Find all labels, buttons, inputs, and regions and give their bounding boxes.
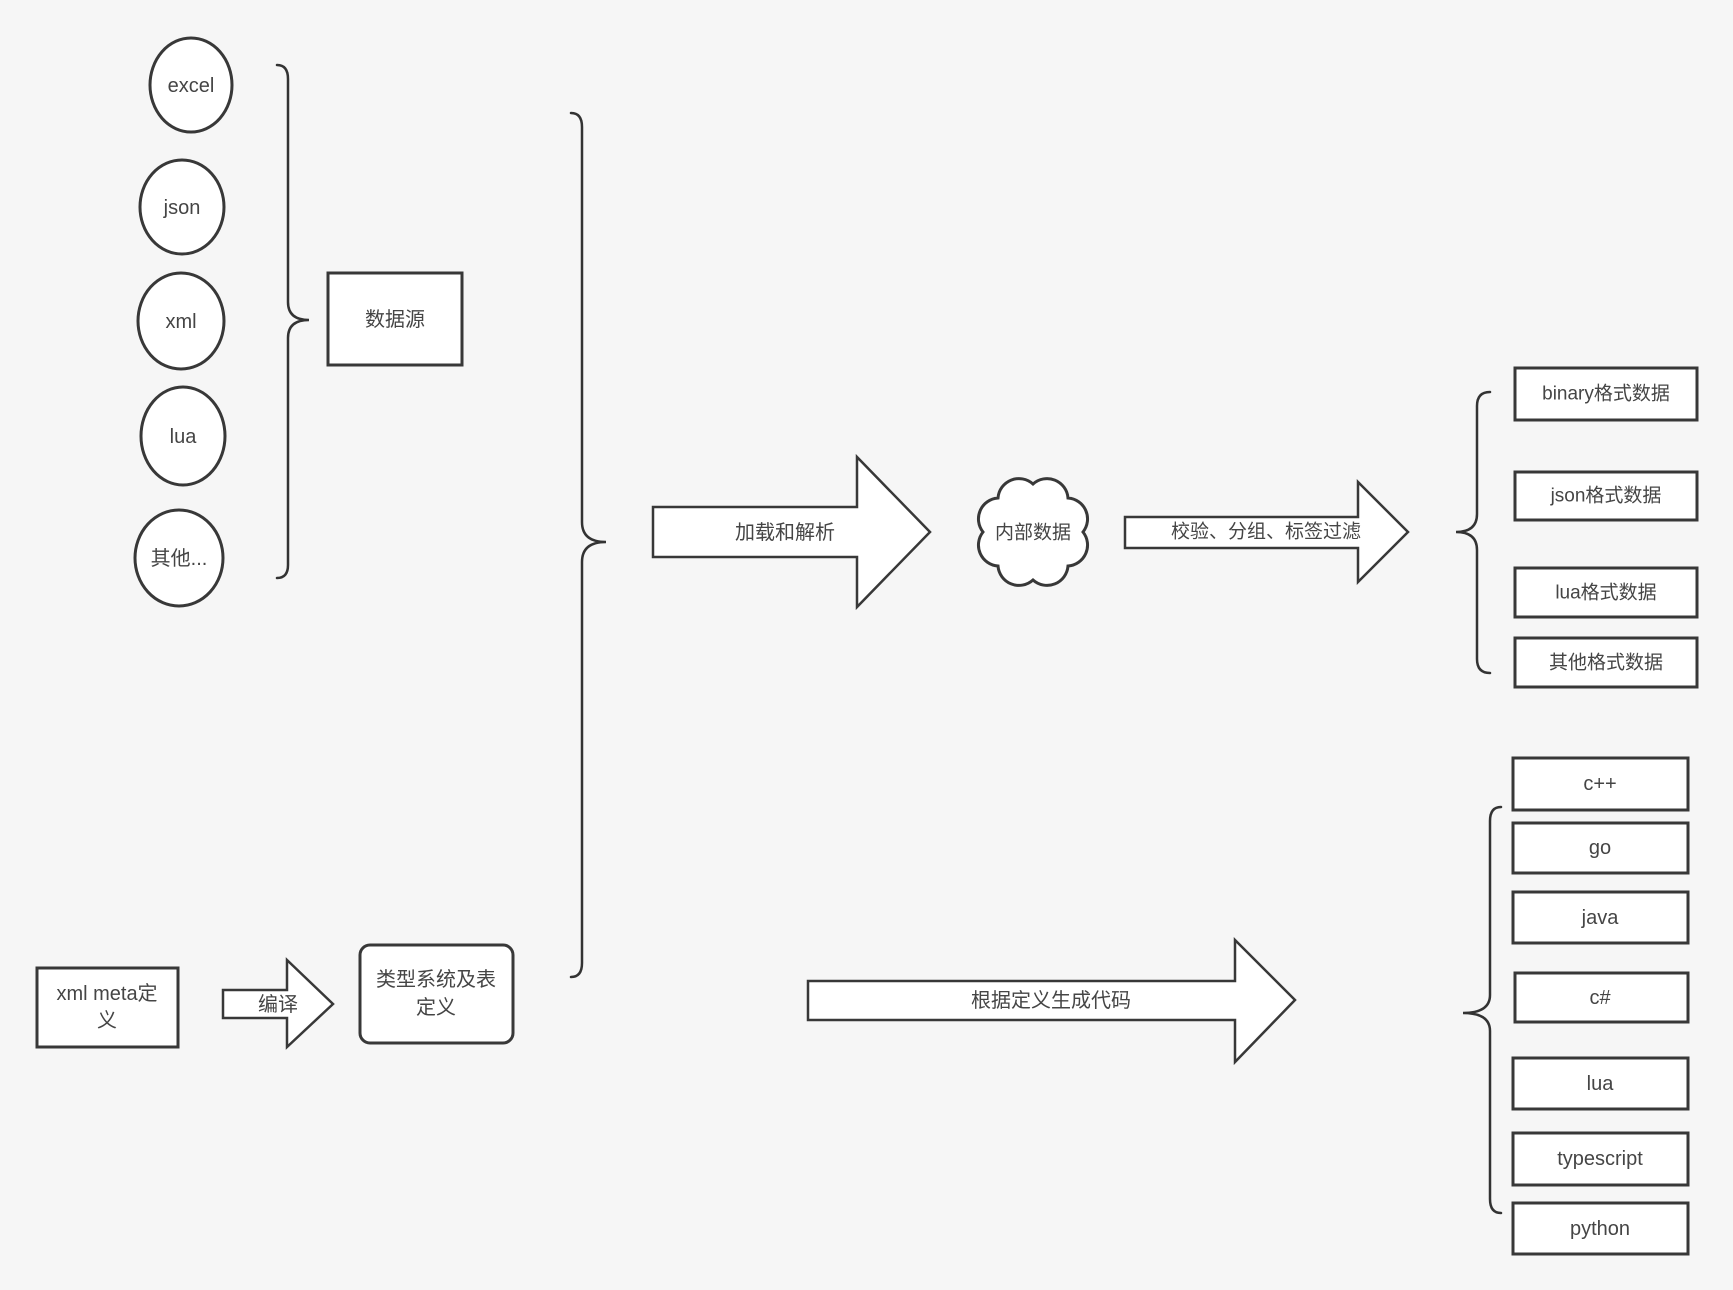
language-box-label: typescript bbox=[1557, 1148, 1643, 1170]
compile-arrow bbox=[221, 957, 335, 1050]
language-box-lua bbox=[1511, 1056, 1690, 1111]
language-box-label: c# bbox=[1589, 987, 1611, 1009]
output-box-label: json格式数据 bbox=[1550, 485, 1662, 507]
output-box-json bbox=[1513, 470, 1699, 522]
xml-meta-label-line1: xml meta定 bbox=[56, 982, 157, 1005]
source-node-label: xml bbox=[165, 311, 196, 333]
internal-data-label: 内部数据 bbox=[995, 522, 1071, 544]
language-box-typescript bbox=[1511, 1131, 1690, 1187]
type-system-label-line1: 类型系统及表 bbox=[376, 968, 496, 991]
language-box-label: go bbox=[1589, 837, 1611, 859]
filter-arrow-label: 校验、分组、标签过滤 bbox=[1171, 521, 1361, 543]
data-source-box bbox=[326, 271, 464, 367]
language-box-label: lua bbox=[1587, 1073, 1615, 1095]
language-box-label: java bbox=[1581, 907, 1620, 929]
type-system-box bbox=[358, 943, 515, 1045]
source-node-excel bbox=[148, 36, 234, 134]
source-node-xml bbox=[136, 271, 226, 371]
load-parse-arrow bbox=[651, 453, 932, 611]
generate-code-arrow bbox=[806, 936, 1297, 1066]
source-node-label: lua bbox=[170, 426, 198, 448]
language-box-java bbox=[1511, 890, 1690, 945]
source-node-other bbox=[133, 508, 225, 608]
language-box-label: c++ bbox=[1583, 773, 1616, 795]
load-parse-arrow-label: 加载和解析 bbox=[735, 521, 835, 544]
source-node-lua bbox=[139, 385, 227, 487]
output-box-label: binary格式数据 bbox=[1542, 383, 1670, 405]
filter-arrow bbox=[1123, 478, 1410, 586]
generate-code-arrow-label: 根据定义生成代码 bbox=[971, 989, 1131, 1012]
xml-meta-label-line2: 义 bbox=[97, 1009, 117, 1032]
source-node-label: json bbox=[163, 197, 201, 219]
type-system-label-line2: 定义 bbox=[416, 996, 456, 1019]
data-source-label: 数据源 bbox=[365, 308, 425, 331]
xml-meta-box bbox=[35, 966, 180, 1049]
compile-arrow-label: 编译 bbox=[258, 993, 298, 1016]
source-node-label: 其他... bbox=[151, 547, 208, 570]
languages-brace bbox=[1462, 805, 1503, 1215]
outputs-brace bbox=[1455, 390, 1492, 675]
inputs-brace bbox=[569, 111, 607, 979]
internal-data-cloud bbox=[976, 477, 1090, 587]
language-box-python bbox=[1511, 1201, 1690, 1256]
language-box-go bbox=[1511, 821, 1690, 875]
language-box-csharp bbox=[1513, 971, 1690, 1024]
sources-brace bbox=[275, 63, 310, 580]
output-box-binary bbox=[1513, 366, 1699, 422]
language-box-cpp bbox=[1511, 756, 1690, 812]
language-box-label: python bbox=[1570, 1218, 1630, 1240]
output-box-label: lua格式数据 bbox=[1555, 582, 1656, 604]
output-box-lua bbox=[1513, 566, 1699, 619]
output-box-label: 其他格式数据 bbox=[1549, 652, 1663, 674]
source-node-label: excel bbox=[168, 75, 215, 97]
source-node-json bbox=[138, 158, 226, 256]
output-box-other bbox=[1513, 636, 1699, 689]
